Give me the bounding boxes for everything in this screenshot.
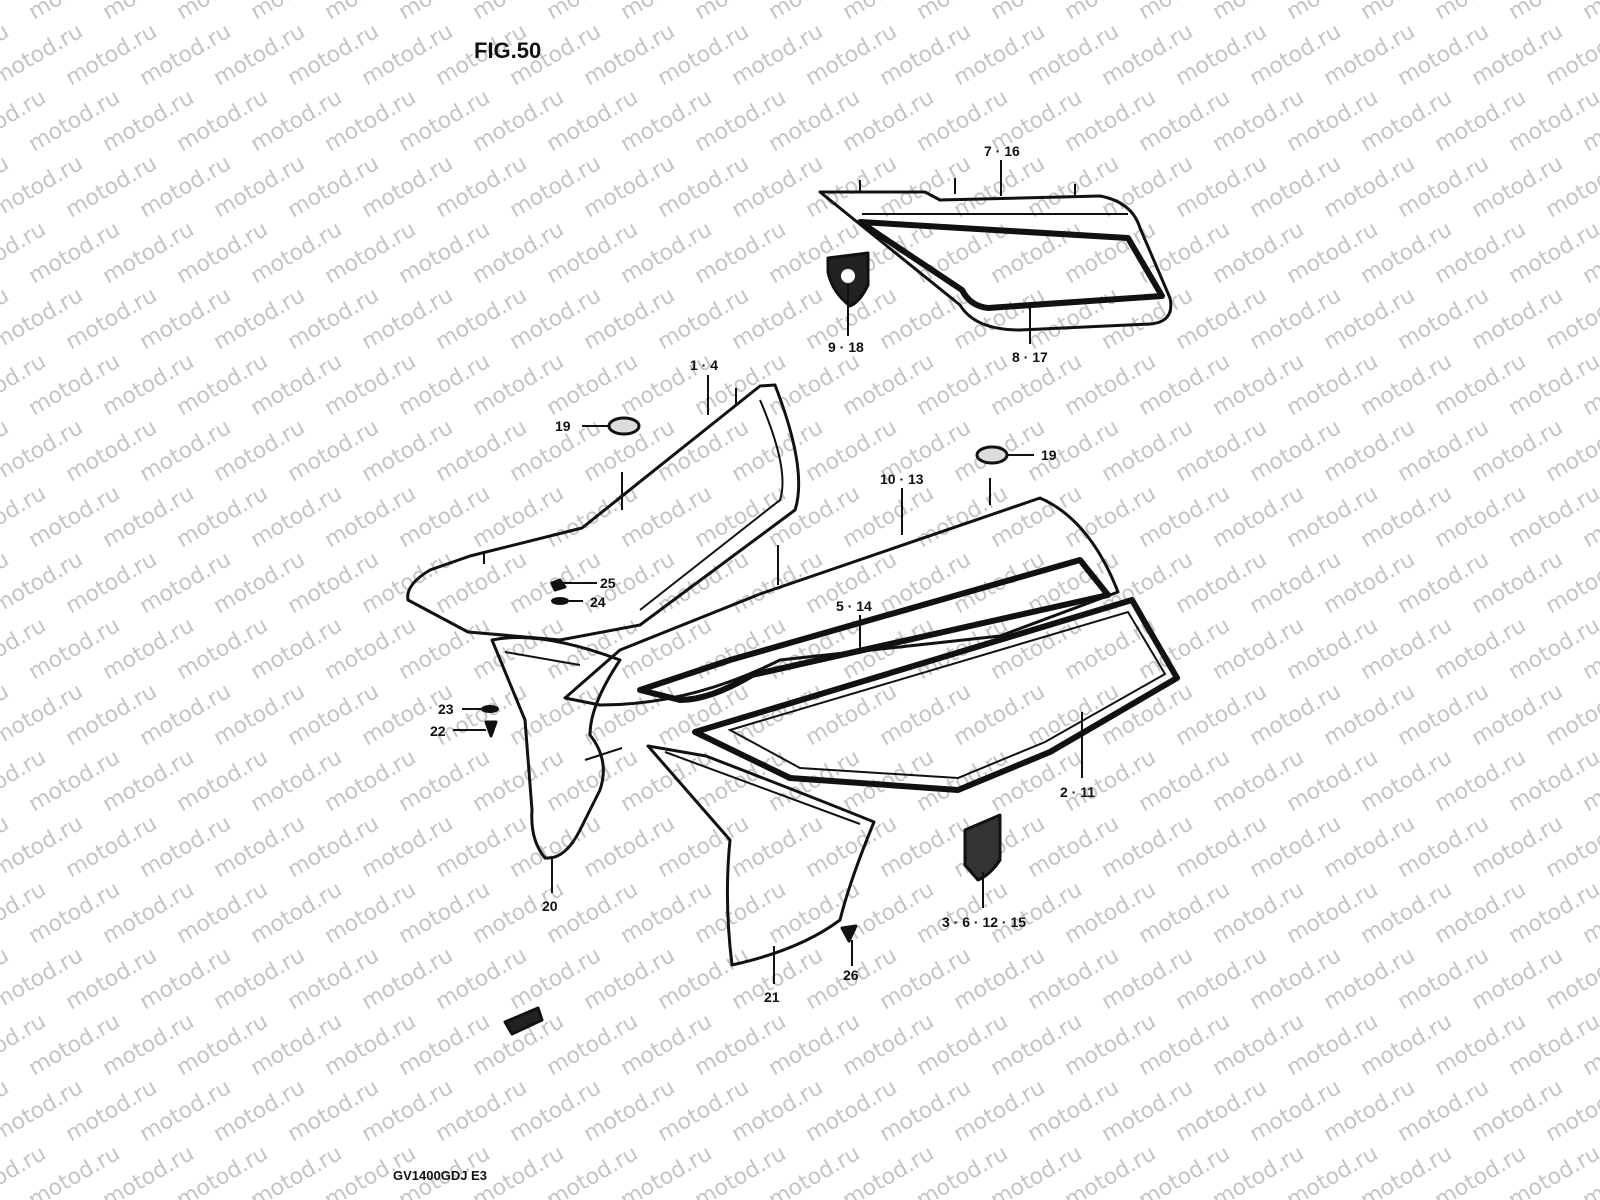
callout-21: 21 [764,989,780,1005]
callout-5-14: 5 · 14 [836,598,872,614]
clip-25 [550,578,567,592]
callout-23: 23 [438,701,454,717]
callout-26: 26 [843,967,859,983]
callout-25: 25 [600,575,616,591]
emblem-small [826,251,870,308]
clip-24 [551,597,569,605]
lower-side-cover [646,744,876,967]
tail-cover-part [818,178,1173,332]
lower-front-cowl [490,636,623,860]
callout-8-17: 8 · 17 [1012,349,1048,365]
left-frame-cover [406,383,801,642]
figure-title: FIG.50 [474,38,541,63]
grommet-right [975,445,1009,465]
callout-labels: 7 · 16 9 · 18 8 · 17 1 · 4 19 19 10 · 13… [430,143,1095,1005]
small-bracket [503,1006,544,1036]
emblem-large [963,813,1002,882]
clip-23 [481,705,499,713]
callout-10-13: 10 · 13 [880,471,924,487]
callout-19-left: 19 [555,418,571,434]
callout-19-right: 19 [1041,447,1057,463]
callout-7-16: 7 · 16 [984,143,1020,159]
leader-lines [453,160,1083,984]
callout-22: 22 [430,723,446,739]
callout-9-18: 9 · 18 [828,339,864,355]
callout-2-11: 2 · 11 [1060,784,1095,800]
model-code: GV1400GDJ E3 [393,1168,487,1183]
grommet-left [607,416,641,436]
callout-20: 20 [542,898,558,914]
callout-3-6-12-15: 3 · 6 · 12 · 15 [942,914,1026,930]
upper-side-cover [563,478,1120,707]
callout-24: 24 [590,594,606,610]
watermark-text: motod.ru [1579,0,1600,25]
side-panel-frame [692,597,1180,793]
callout-1-4: 1 · 4 [690,357,718,373]
screw-26 [840,924,858,943]
screw-22 [484,720,498,738]
